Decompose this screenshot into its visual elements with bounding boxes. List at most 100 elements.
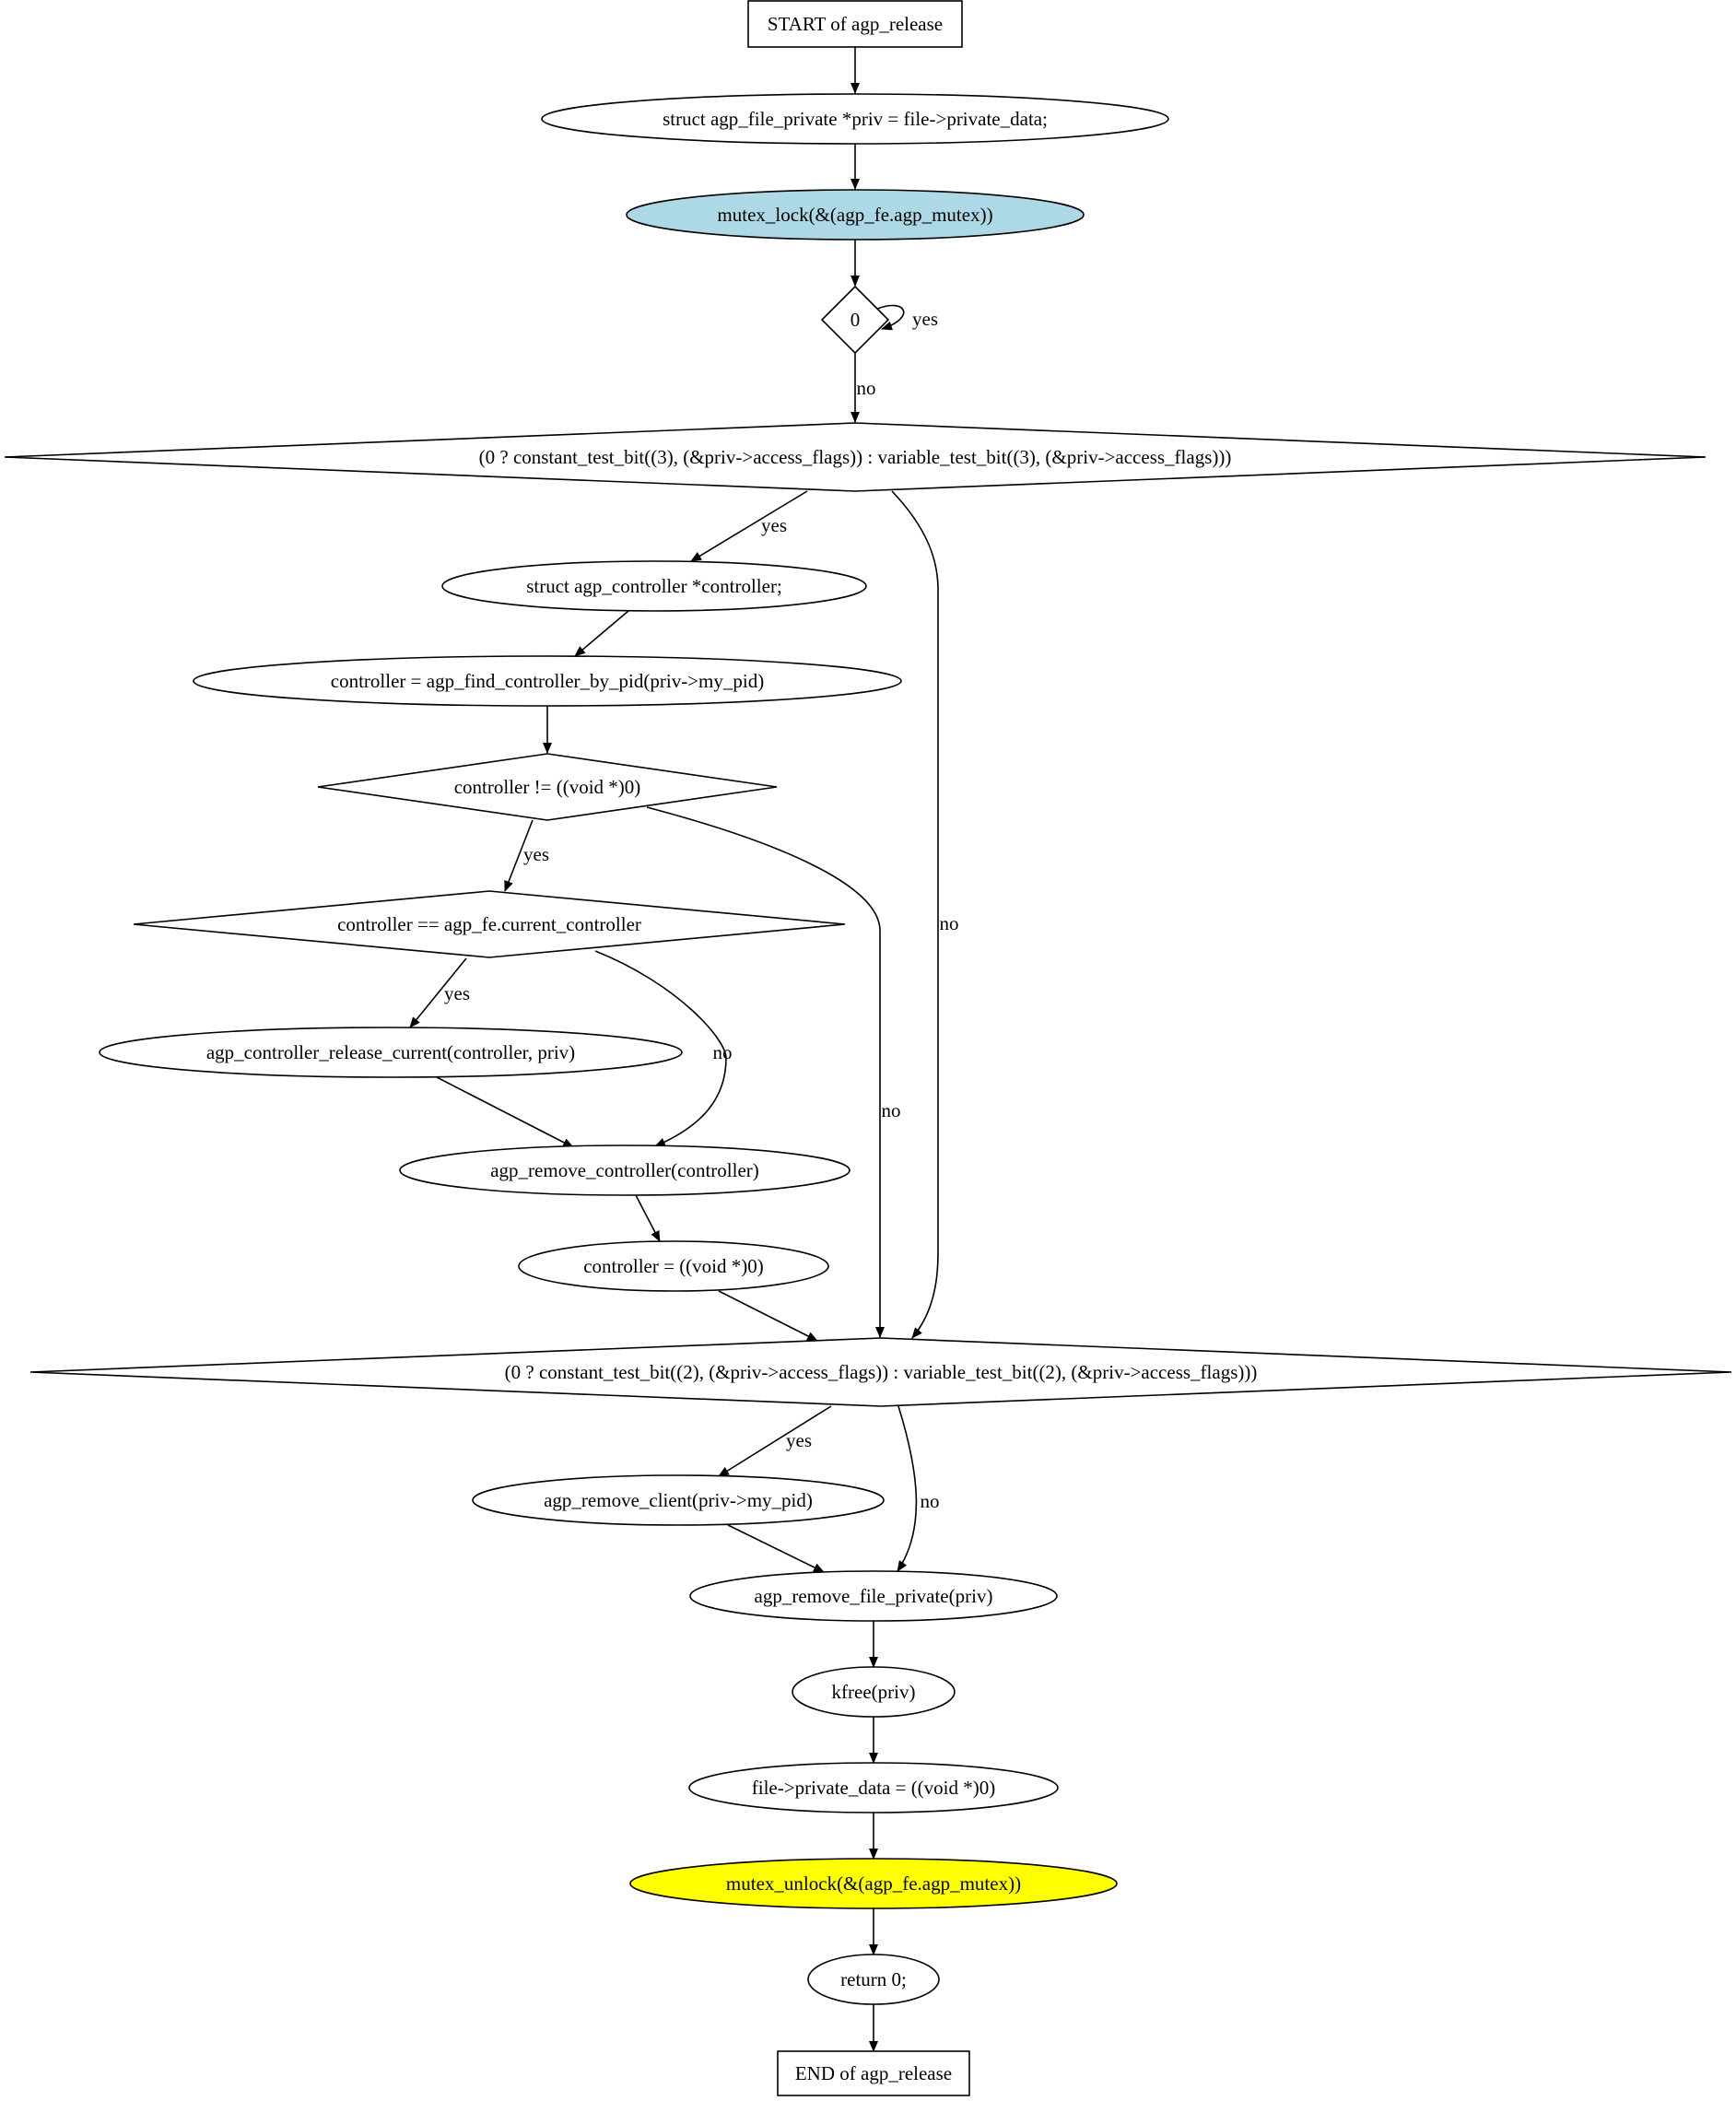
node-label: (0 ? constant_test_bit((2), (&priv->acce… [505, 1361, 1258, 1383]
edge-arrow [727, 1524, 825, 1573]
box-shape [747, 0, 963, 48]
edge-arrow [574, 610, 629, 657]
ellipse-shape [792, 1666, 956, 1718]
ellipse-shape [193, 655, 902, 707]
edge-arrow [891, 490, 939, 1339]
edge-label-yes: yes [786, 1429, 812, 1451]
edge-remove_client-to-remove_file_private [727, 1524, 825, 1573]
node-remove-client: agp_remove_client(priv->my_pid) [472, 1474, 885, 1526]
diamond-shape [4, 422, 1707, 492]
node-label: agp_remove_file_private(priv) [755, 1585, 993, 1607]
edge-arrow [718, 1290, 818, 1342]
edge-cond0-to-cond0: yes [874, 304, 938, 331]
ellipse-shape [472, 1474, 885, 1526]
edge-controller_null-to-test_bit2 [718, 1290, 818, 1342]
node-return0: return 0; [807, 1954, 940, 2005]
node-label: controller == agp_fe.current_controller [337, 913, 641, 935]
ellipse-shape [541, 93, 1169, 145]
edge-label-no: no [921, 1490, 940, 1512]
node-label: controller = agp_find_controller_by_pid(… [331, 670, 764, 692]
node-label: file->private_data = ((void *)0) [752, 1777, 996, 1799]
edge-controller_nonnull-to-is_current: yes [504, 819, 549, 892]
node-label: controller = ((void *)0) [583, 1255, 764, 1277]
diamond-shape [820, 285, 890, 355]
node-label: START of agp_release [768, 13, 943, 35]
node-end: END of agp_release [777, 2050, 970, 2096]
edge-cond0-to-test_bit3: no [850, 353, 876, 423]
node-label: agp_controller_release_current(controlle… [206, 1041, 575, 1063]
node-label: END of agp_release [795, 2062, 952, 2084]
edge-is_current-to-remove_controller: no [594, 950, 733, 1147]
edge-label-no: no [857, 377, 876, 399]
node-label: struct agp_file_private *priv = file->pr… [663, 108, 1048, 130]
node-clear-private: file->private_data = ((void *)0) [688, 1762, 1059, 1813]
edge-arrow [635, 1194, 661, 1242]
ellipse-shape [518, 1240, 829, 1292]
node-decl-priv: struct agp_file_private *priv = file->pr… [541, 93, 1169, 145]
ellipse-shape [688, 1762, 1059, 1813]
node-find-controller: controller = agp_find_controller_by_pid(… [193, 655, 902, 707]
edge-label-yes: yes [523, 843, 549, 865]
node-mutex-unlock: mutex_unlock(&(agp_fe.agp_mutex)) [629, 1858, 1118, 1909]
ellipse-shape [441, 560, 867, 612]
node-label: controller != ((void *)0) [454, 776, 641, 798]
ellipse-shape [689, 1570, 1058, 1622]
edge-test_bit2-to-remove_file_private: no [897, 1405, 940, 1572]
edge-decl_controller-to-find_controller [574, 610, 629, 657]
node-label: 0 [850, 309, 861, 331]
node-label: struct agp_controller *controller; [526, 575, 782, 597]
edge-test_bit3-to-test_bit2: no [891, 490, 959, 1339]
edge-arrow [897, 1405, 918, 1572]
ellipse-shape [626, 189, 1085, 241]
node-remove-file-private: agp_remove_file_private(priv) [689, 1570, 1058, 1622]
node-label: agp_remove_client(priv->my_pid) [544, 1489, 813, 1511]
node-label: (0 ? constant_test_bit((3), (&priv->acce… [479, 446, 1232, 468]
edge-label-no: no [940, 912, 959, 934]
node-label: mutex_lock(&(agp_fe.agp_mutex)) [717, 204, 992, 226]
edge-label-no: no [713, 1041, 733, 1063]
edge-label-yes: yes [761, 514, 787, 536]
node-controller-nonnull: controller != ((void *)0) [317, 753, 778, 821]
edge-release_current-to-remove_controller [436, 1076, 574, 1148]
edge-test_bit3-to-decl_controller: yes [690, 490, 808, 562]
node-test-bit2: (0 ? constant_test_bit((2), (&priv->acce… [29, 1337, 1732, 1407]
ellipse-shape [399, 1144, 850, 1196]
node-test-bit3: (0 ? constant_test_bit((3), (&priv->acce… [4, 422, 1707, 492]
node-kfree: kfree(priv) [792, 1666, 956, 1718]
edge-arrow [646, 806, 885, 1338]
node-release-current: agp_controller_release_current(controlle… [99, 1027, 683, 1078]
node-remove-controller: agp_remove_controller(controller) [399, 1144, 850, 1196]
diamond-shape [133, 890, 846, 958]
edge-remove_controller-to-controller_null [635, 1194, 661, 1242]
diamond-shape [29, 1337, 1732, 1407]
node-mutex-lock: mutex_lock(&(agp_fe.agp_mutex)) [626, 189, 1085, 241]
ellipse-shape [99, 1027, 683, 1078]
edge-arrow [504, 819, 534, 892]
node-start: START of agp_release [747, 0, 963, 48]
edge-label-yes: yes [912, 308, 938, 330]
ellipse-shape [807, 1954, 940, 2005]
edge-label-yes: yes [444, 982, 470, 1004]
node-label: return 0; [840, 1968, 907, 1990]
edge-arrow [718, 1405, 832, 1477]
edge-arrow [874, 304, 905, 331]
edge-arrow [409, 957, 467, 1028]
edge-controller_nonnull-to-test_bit2: no [646, 806, 901, 1338]
edge-arrow [436, 1076, 574, 1148]
edge-arrow [690, 490, 808, 562]
edge-is_current-to-release_current: yes [409, 957, 470, 1028]
edge-test_bit2-to-remove_client: yes [718, 1405, 832, 1477]
edge-label-no: no [882, 1099, 901, 1121]
node-controller-null: controller = ((void *)0) [518, 1240, 829, 1292]
node-is-current: controller == agp_fe.current_controller [133, 890, 846, 958]
edge-arrow [594, 950, 727, 1147]
node-decl-controller: struct agp_controller *controller; [441, 560, 867, 612]
ellipse-shape [629, 1858, 1118, 1909]
node-cond0: 0 [820, 285, 890, 355]
node-label: mutex_unlock(&(agp_fe.agp_mutex)) [726, 1872, 1021, 1895]
node-label: agp_remove_controller(controller) [490, 1159, 759, 1181]
box-shape [777, 2050, 970, 2096]
diamond-shape [317, 753, 778, 821]
node-label: kfree(priv) [832, 1681, 916, 1703]
